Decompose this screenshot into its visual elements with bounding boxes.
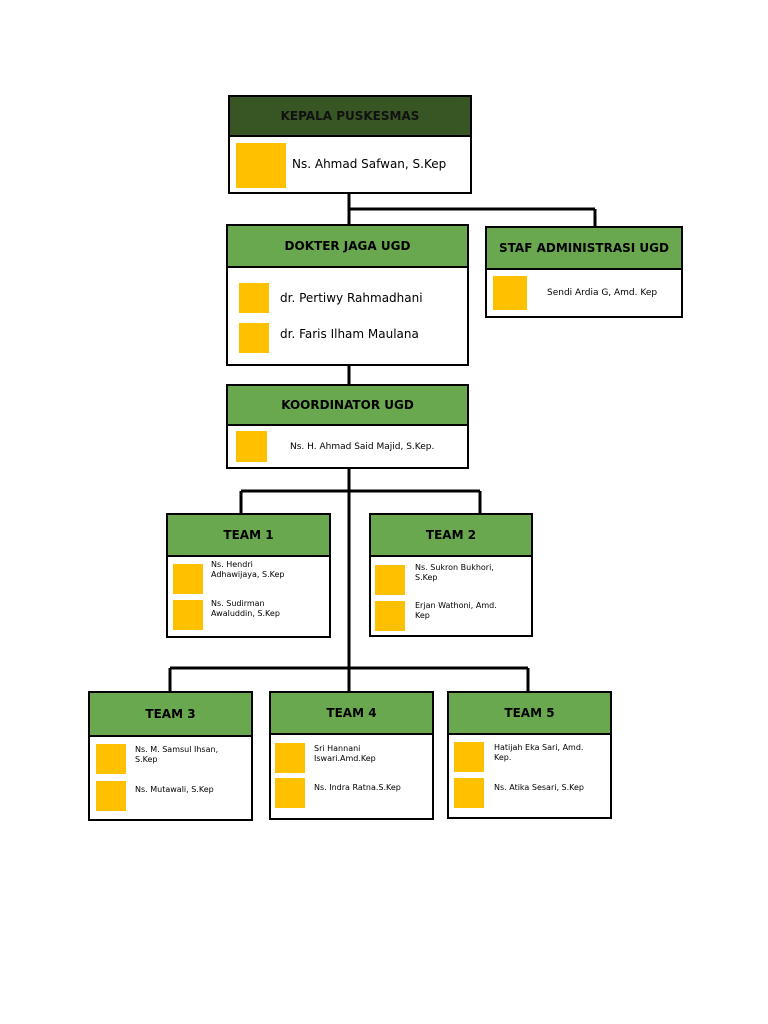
- member-photo-placeholder: [375, 601, 405, 631]
- staf-member-name: Sendi Ardia G, Amd. Kep: [547, 288, 658, 298]
- member-photo-placeholder: [96, 744, 126, 774]
- team-2-member-name: Ns. Sukron Bukhori, S.Kep: [415, 563, 494, 583]
- member-photo-placeholder: [493, 276, 527, 310]
- team-5-title: TEAM 5: [449, 693, 610, 735]
- team-1-member-name: Ns. Sudirman Awaluddin, S.Kep: [211, 599, 280, 619]
- staf-administrasi-ugd-box: STAF ADMINISTRASI UGD Sendi Ardia G, Amd…: [485, 226, 683, 318]
- team-3-member-name: Ns. Mutawali, S.Kep: [135, 785, 214, 794]
- team-3-member-name: Ns. M. Samsul Ihsan, S.Kep: [135, 745, 219, 765]
- team-1-member-name: Ns. Hendri Adhawijaya, S.Kep: [211, 560, 285, 580]
- team-4-box: TEAM 4 Sri Hannani Iswari.Amd.Kep Ns. In…: [269, 691, 434, 820]
- member-photo-placeholder: [96, 781, 126, 811]
- dokter-member-name: dr. Pertiwy Rahmadhani: [280, 291, 423, 305]
- dokter-jaga-ugd-box: DOKTER JAGA UGD dr. Pertiwy Rahmadhani d…: [226, 224, 469, 366]
- member-photo-placeholder: [173, 600, 203, 630]
- member-photo-placeholder: [275, 778, 305, 808]
- member-photo-placeholder: [454, 778, 484, 808]
- member-photo-placeholder: [239, 283, 269, 313]
- team-5-member-name: Ns. Atika Sesari, S.Kep: [494, 783, 585, 792]
- team-5-box: TEAM 5 Hatijah Eka Sari, Amd. Kep. Ns. A…: [447, 691, 612, 819]
- staf-administrasi-ugd-title: STAF ADMINISTRASI UGD: [487, 228, 681, 270]
- member-photo-placeholder: [239, 323, 269, 353]
- kepala-member-name: Ns. Ahmad Safwan, S.Kep: [292, 157, 447, 171]
- team-3-box: TEAM 3 Ns. M. Samsul Ihsan, S.Kep Ns. Mu…: [88, 691, 253, 821]
- team-4-member-name: Sri Hannani Iswari.Amd.Kep: [314, 744, 376, 764]
- team-5-member-name: Hatijah Eka Sari, Amd. Kep.: [494, 743, 584, 763]
- team-4-member-name: Ns. Indra Ratna.S.Kep: [314, 783, 401, 792]
- member-photo-placeholder: [375, 565, 405, 595]
- member-photo-placeholder: [275, 743, 305, 773]
- dokter-member-name: dr. Faris Ilham Maulana: [280, 327, 419, 341]
- team-4-title: TEAM 4: [271, 693, 432, 735]
- member-photo-placeholder: [173, 564, 203, 594]
- koordinator-ugd-box: KOORDINATOR UGD Ns. H. Ahmad Said Majid,…: [226, 384, 469, 469]
- kepala-puskesmas-title: KEPALA PUSKESMAS: [230, 97, 470, 137]
- team-2-member-name: Erjan Wathoni, Amd. Kep: [415, 601, 497, 621]
- team-1-title: TEAM 1: [168, 515, 329, 557]
- member-photo-placeholder: [236, 143, 286, 188]
- dokter-jaga-ugd-title: DOKTER JAGA UGD: [228, 226, 467, 268]
- team-2-box: TEAM 2 Ns. Sukron Bukhori, S.Kep Erjan W…: [369, 513, 533, 637]
- koordinator-member-name: Ns. H. Ahmad Said Majid, S.Kep.: [290, 442, 435, 452]
- kepala-puskesmas-box: KEPALA PUSKESMAS Ns. Ahmad Safwan, S.Kep: [228, 95, 472, 194]
- team-1-box: TEAM 1 Ns. Hendri Adhawijaya, S.Kep Ns. …: [166, 513, 331, 638]
- member-photo-placeholder: [454, 742, 484, 772]
- team-2-title: TEAM 2: [371, 515, 531, 557]
- koordinator-ugd-title: KOORDINATOR UGD: [228, 386, 467, 426]
- member-photo-placeholder: [236, 431, 267, 462]
- team-3-title: TEAM 3: [90, 693, 251, 737]
